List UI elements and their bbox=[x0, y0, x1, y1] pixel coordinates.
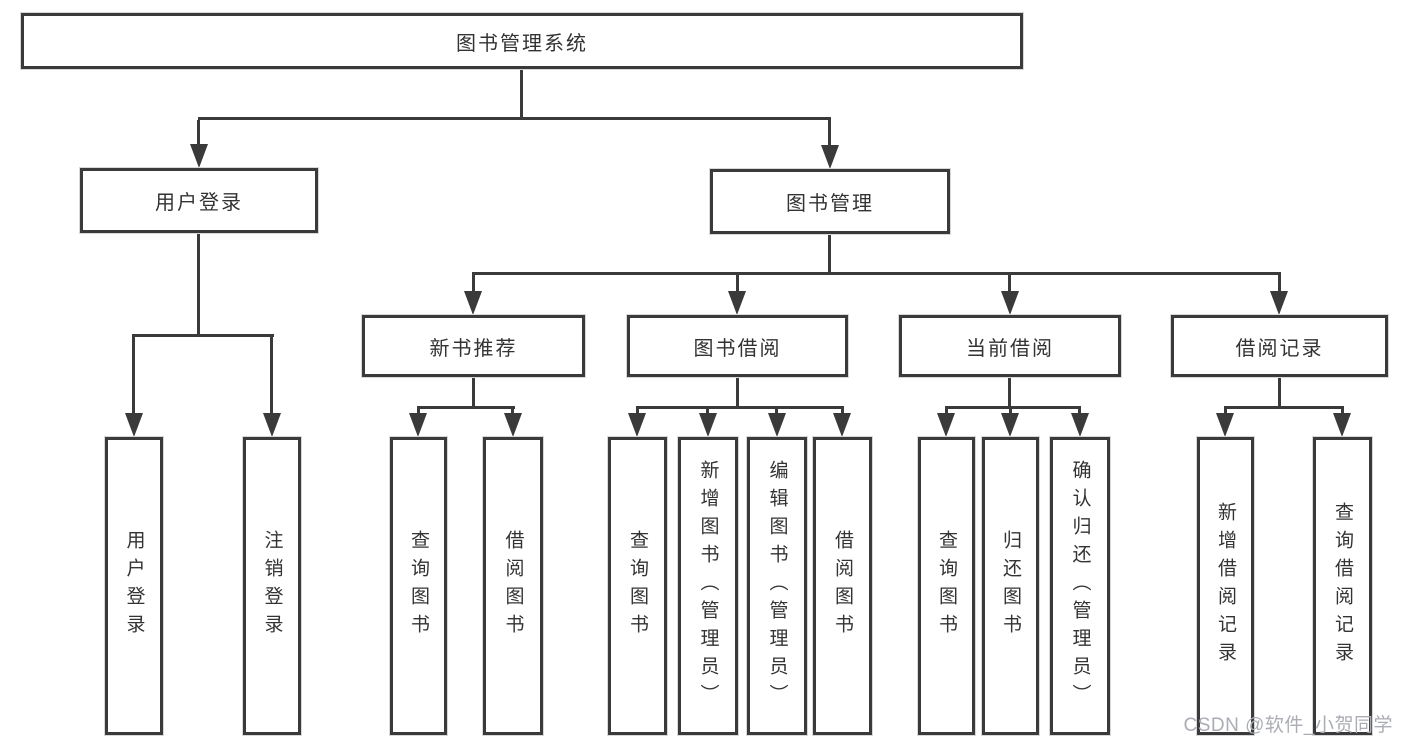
connector-leaf-borrow-books-stub bbox=[841, 409, 844, 414]
arrowhead-leaf-query-recommend-icon bbox=[409, 413, 427, 437]
arrowhead-new-book-recommend-icon bbox=[464, 291, 482, 315]
arrowhead-current-borrow-icon bbox=[1001, 291, 1019, 315]
leaf-query-books-current: 查询图书 bbox=[918, 437, 975, 735]
connector-current-borrow-branch bbox=[945, 406, 1081, 409]
connector-borrow-records-stem bbox=[1278, 377, 1281, 406]
connector-leaf-add-record-stub bbox=[1224, 409, 1227, 414]
leaf-edit-book-admin: 编辑图书（管理员） bbox=[747, 437, 807, 735]
connector-user-login-branch bbox=[132, 334, 274, 337]
arrowhead-leaf-return-books-icon bbox=[1001, 413, 1019, 437]
leaf-query-books-recommend: 查询图书 bbox=[390, 437, 447, 735]
leaf-return-books: 归还图书 bbox=[982, 437, 1039, 735]
connector-leaf-add-book-stub bbox=[706, 409, 709, 414]
leaf-confirm-return-admin: 确认归还（管理员） bbox=[1050, 437, 1110, 735]
connector-leaf-logout-stub bbox=[270, 337, 273, 414]
connector-leaf-confirm-return-stub bbox=[1078, 409, 1081, 414]
connector-current-borrow-stem bbox=[1008, 377, 1011, 406]
connector-leaf-query-record-stub bbox=[1341, 409, 1344, 414]
connector-book-management-branch bbox=[472, 272, 1281, 275]
leaf-query-borrow-record: 查询借阅记录 bbox=[1313, 437, 1372, 735]
arrowhead-leaf-borrow-recommend-icon bbox=[504, 413, 522, 437]
arrowhead-leaf-add-record-icon bbox=[1216, 413, 1234, 437]
arrowhead-leaf-add-book-icon bbox=[699, 413, 717, 437]
connector-book-borrow-branch bbox=[636, 406, 844, 409]
arrowhead-borrow-records-icon bbox=[1270, 291, 1288, 315]
connector-borrow-records-branch bbox=[1224, 406, 1344, 409]
connector-leaf-query-current-stub bbox=[945, 409, 948, 414]
connector-new-book-recommend-stem bbox=[472, 377, 475, 406]
connector-book-management-stub bbox=[828, 120, 831, 147]
arrowhead-leaf-query-borrow-icon bbox=[628, 413, 646, 437]
leaf-query-books-borrow: 查询图书 bbox=[608, 437, 667, 735]
connector-user-login-stem bbox=[197, 233, 200, 336]
node-new-book-recommend: 新书推荐 bbox=[362, 315, 585, 377]
connector-book-borrow-stem bbox=[736, 377, 739, 406]
connector-root-stem bbox=[520, 69, 523, 117]
leaf-logout: 注销登录 bbox=[243, 437, 301, 735]
arrowhead-book-borrow-icon bbox=[728, 291, 746, 315]
connector-leaf-return-books-stub bbox=[1009, 409, 1012, 414]
arrowhead-leaf-query-current-icon bbox=[937, 413, 955, 437]
connector-current-borrow-stub bbox=[1008, 275, 1011, 292]
node-book-management: 图书管理 bbox=[710, 169, 950, 234]
arrowhead-leaf-logout-icon bbox=[263, 413, 281, 437]
arrowhead-leaf-confirm-return-icon bbox=[1071, 413, 1089, 437]
connector-leaf-query-borrow-stub bbox=[636, 409, 639, 414]
leaf-borrow-books: 借阅图书 bbox=[813, 437, 872, 735]
node-current-borrow: 当前借阅 bbox=[899, 315, 1121, 377]
connector-leaf-user-login-stub bbox=[132, 337, 135, 414]
arrowhead-book-management-icon bbox=[821, 145, 839, 169]
connector-new-book-recommend-stub bbox=[472, 275, 475, 292]
connector-leaf-edit-book-stub bbox=[775, 409, 778, 414]
arrowhead-leaf-edit-book-icon bbox=[768, 413, 786, 437]
connector-book-management-stem bbox=[828, 234, 831, 275]
leaf-borrow-books-recommend: 借阅图书 bbox=[483, 437, 543, 735]
node-book-borrow: 图书借阅 bbox=[627, 315, 848, 377]
connector-leaf-borrow-recommend-stub bbox=[511, 409, 514, 414]
connector-book-borrow-stub bbox=[736, 275, 739, 292]
connector-user-login-stub bbox=[197, 120, 200, 146]
leaf-add-book-admin: 新增图书（管理员） bbox=[678, 437, 738, 735]
arrowhead-leaf-user-login-icon bbox=[125, 413, 143, 437]
node-root: 图书管理系统 bbox=[21, 13, 1023, 69]
arrowhead-leaf-query-record-icon bbox=[1333, 413, 1351, 437]
csdn-watermark: CSDN @软件_小贺同学 bbox=[1183, 715, 1393, 736]
connector-root-branch bbox=[198, 117, 831, 120]
leaf-user-login: 用户登录 bbox=[105, 437, 163, 735]
connector-borrow-records-stub bbox=[1278, 275, 1281, 292]
node-borrow-records: 借阅记录 bbox=[1171, 315, 1388, 377]
connector-leaf-query-recommend-stub bbox=[417, 409, 420, 414]
connector-new-book-recommend-branch bbox=[417, 406, 515, 409]
arrowhead-leaf-borrow-books-icon bbox=[833, 413, 851, 437]
leaf-add-borrow-record: 新增借阅记录 bbox=[1197, 437, 1254, 735]
node-user-login: 用户登录 bbox=[80, 168, 318, 233]
arrowhead-user-login-icon bbox=[190, 144, 208, 168]
